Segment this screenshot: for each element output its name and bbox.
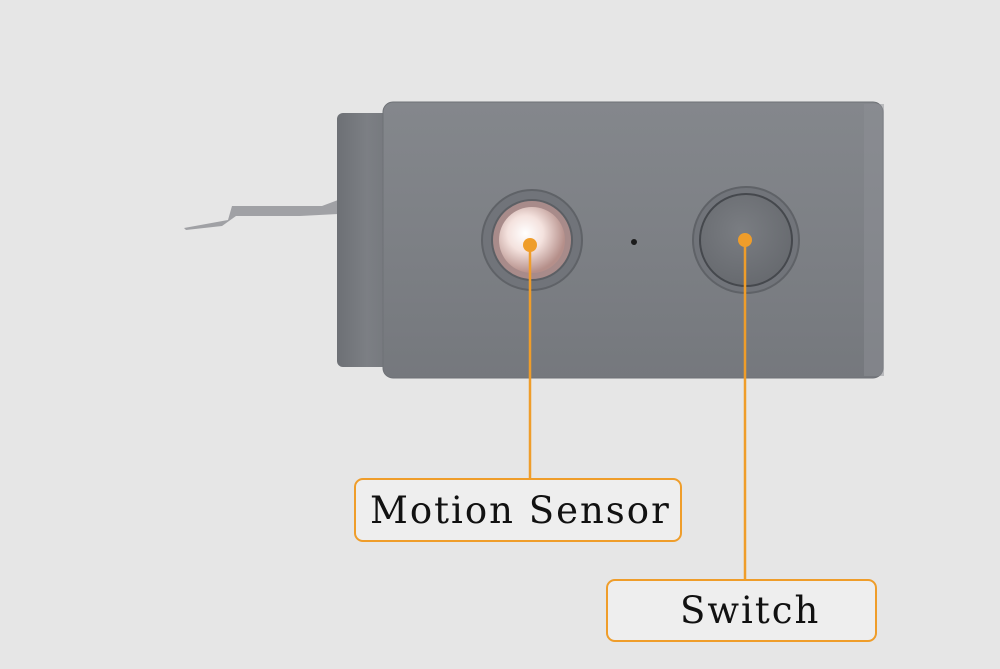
motion-sensor-label: Motion Sensor bbox=[354, 478, 682, 542]
motion-sensor-label-text: Motion Sensor bbox=[370, 488, 671, 532]
switch-label-text: Switch bbox=[680, 589, 821, 632]
device-end-cap bbox=[337, 113, 397, 367]
switch-callout-dot bbox=[738, 233, 752, 247]
switch-label: Switch bbox=[606, 579, 877, 642]
device-body bbox=[337, 101, 884, 379]
cable bbox=[184, 200, 338, 230]
motion-sensor-callout-leader bbox=[523, 238, 537, 478]
switch-callout-leader bbox=[738, 233, 752, 579]
motion-sensor-callout-dot bbox=[523, 238, 537, 252]
indicator-hole-icon bbox=[631, 239, 637, 245]
